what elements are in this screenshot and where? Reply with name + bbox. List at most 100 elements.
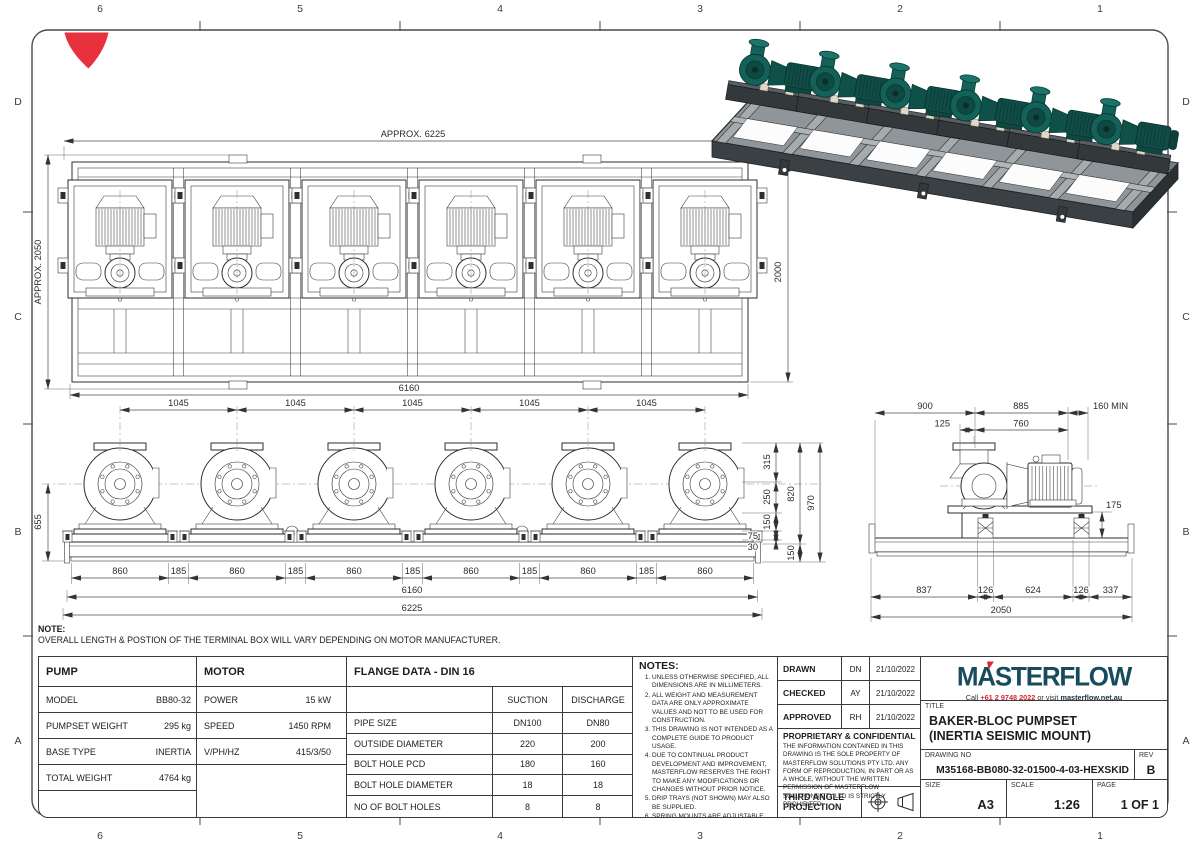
row-label: PIPE SIZE [347,713,493,734]
dimension-label: 185 [405,566,421,576]
approval-initials: DN [842,657,870,681]
dimension-label: 900 [917,401,933,411]
approval-role: CHECKED [778,681,842,705]
dimension-label: 1045 [285,398,306,408]
brand-area: MASTERFLOW Call +61 2 9748 2022 or visit… [921,657,1167,702]
dimension-label: 1045 [636,398,657,408]
grid-label: 6 [97,3,103,15]
row-value: 15 kW [305,694,331,705]
dimension-label: 2000 [773,262,783,283]
grid-label: D [1182,96,1190,108]
proprietary-body: THE INFORMATION CONTAINED IN THIS DRAWIN… [783,743,914,809]
row-value: BB80-32 [155,694,191,705]
dimension-label: 1045 [168,398,189,408]
dimension-label: 860 [580,566,596,576]
flange-table: FLANGE DATA - DIN 16 SUCTION DISCHARGE P… [347,657,633,817]
drawing-title-line2: (INERTIA SEISMIC MOUNT) [929,729,1092,743]
dimension-label: 860 [697,566,713,576]
dimension-label: 860 [346,566,362,576]
row-value: 220 [493,733,563,755]
note-label: NOTE: [38,624,66,634]
row-label: TOTAL WEIGHT [46,772,113,783]
approval-date: 21/10/2022 [875,712,916,722]
row-value: 200 [563,734,633,755]
motor-table-header: MOTOR [197,657,347,687]
proprietary-header: PROPRIETARY & CONFIDENTIAL [783,731,916,741]
page-value: 1 OF 1 [1120,798,1159,812]
contact-line: Call +61 2 9748 2022 or visit masterflow… [921,693,1167,702]
grid-label: D [14,96,22,108]
row-value: 4764 kg [158,772,191,783]
row-value: 18 [493,775,563,797]
grid-label: 2 [897,830,903,842]
grid-label: 1 [1097,3,1103,15]
note-item: ALL WEIGHT AND MEASUREMENT DATA ARE ONLY… [652,692,773,726]
dimension-label: APPROX. 6225 [381,129,446,139]
scale-value: 1:26 [1053,797,1080,812]
side-view: 900 885 160 MIN 125 760 175 837 126 [868,400,1135,622]
dimension-label: 337 [1103,585,1119,595]
table-row: TOTAL WEIGHT 4764 kg [39,765,197,791]
note-item: UNLESS OTHERWISE SPECIFIED, ALL DIMENSIO… [652,674,773,691]
row-label: BOLT HOLE DIAMETER [347,775,493,797]
row-value: 1450 RPM [288,720,331,731]
grid-label: 5 [297,3,303,15]
pump-table-header: PUMP [39,657,197,687]
contact-prefix: Call [965,693,979,702]
grid-label: 3 [697,830,703,842]
grid-label: 1 [1097,830,1103,842]
grid-label: 2 [897,3,903,15]
grid-label: 3 [697,3,703,15]
size-label: SIZE [925,782,941,789]
row-value: 8 [493,796,563,817]
dimension-label: 624 [1025,585,1041,595]
grid-label: 5 [297,830,303,842]
notes-panel: NOTES: UNLESS OTHERWISE SPECIFIED, ALL D… [633,657,778,817]
projection-label: THIRD ANGLE PROJECTION [778,787,862,817]
notes-list: UNLESS OTHERWISE SPECIFIED, ALL DIMENSIO… [639,674,773,817]
projection-panel: THIRD ANGLE PROJECTION [778,787,921,817]
row-value: 180 [493,754,563,776]
projection-label-line: THIRD ANGLE [783,791,845,802]
dimension-label: 126 [1073,585,1089,595]
flange-col-header: DISCHARGE [563,687,633,713]
dimension-label: 6225 [402,603,423,613]
revision-marker-icon [64,32,109,69]
dimension-label: 250 [762,489,772,505]
row-value: 8 [595,801,601,812]
dimension-label: 837 [916,585,932,595]
row-label: V/PH/HZ [204,746,240,757]
brand-title-panel: MASTERFLOW Call +61 2 9748 2022 or visit… [921,657,1167,817]
approval-row: APPROVED RH 21/10/2022 [778,705,921,729]
plan-view: APPROX. 6225 APPROX. 2050 2000 6160 [32,128,793,399]
row-value: DN80 [563,713,633,734]
dimension-label: 185 [171,566,187,576]
row-value: 415/3/50 [295,746,331,757]
table-row: V/PH/HZ 415/3/50 [197,739,347,765]
dimension-label: 860 [112,566,128,576]
grid-label: 6 [97,830,103,842]
row-label: BOLT HOLE PCD [347,754,493,776]
row-value: INERTIA [155,746,191,757]
size-area: SIZE A3 [921,780,1007,817]
approval-date: 21/10/2022 [875,664,916,674]
dimension-label: 150 [786,545,796,561]
drawing-no-area: DRAWING NO M35168-BB080-32-01500-4-03-HE… [921,750,1135,780]
dimension-label: 160 MIN [1093,401,1128,411]
dimension-label: 185 [639,566,655,576]
masterflow-logo: MASTERFLOW [957,660,1133,692]
dimension-label: 30 [748,542,758,552]
isometric-view [710,35,1183,230]
dimension-label: 126 [978,585,994,595]
dimension-label: 75 [748,531,758,541]
dimension-label: 150 [762,514,772,530]
grid-label: 4 [497,830,503,842]
contact-mid: or visit [1037,693,1059,702]
row-label: SPEED [204,720,235,731]
dimension-label: 2050 [991,605,1012,615]
approval-role: APPROVED [778,705,842,729]
elevation-view: 1045 1045 1045 1045 1045 655 [32,397,826,620]
